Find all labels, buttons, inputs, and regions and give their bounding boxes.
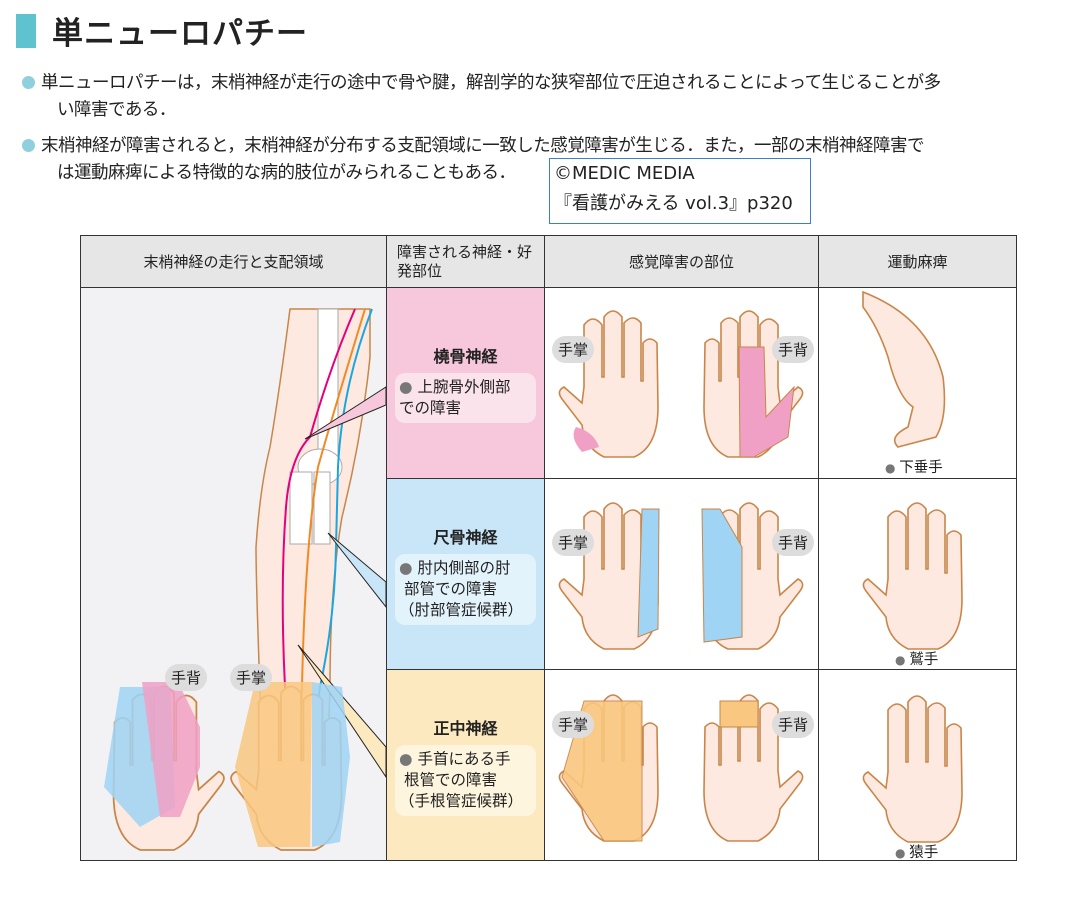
arm-nerve-diagram <box>104 308 386 851</box>
copyright-box: ©MEDIC MEDIA 『看護がみえる vol.3』p320 <box>549 158 811 224</box>
median-nerve-cell: 正中神経 ● 手首にある手 根管での障害（手根管症候群） <box>386 669 545 861</box>
palm-label: 手掌 <box>552 711 595 738</box>
bullet-2-line2: は運動麻痺による特徴的な病的肢位がみられることもある． <box>57 163 516 183</box>
back-label: 手背 <box>772 336 815 363</box>
palm-label: 手掌 <box>230 664 273 691</box>
page-title: 単ニューロパチー <box>52 16 308 52</box>
nerve-name: 橈骨神経 <box>433 347 498 366</box>
motor-caption-radial: ● 下垂手 <box>885 460 943 476</box>
header-nerve: 障害される神経・好発部位 <box>386 235 545 288</box>
bullet-1: 単ニューロパチーは，末梢神経が走行の途中で骨や腱，解剖学的な狭窄部位で圧迫される… <box>22 70 941 97</box>
bullet-2-line1: 末梢神経が障害されると，末梢神経が分布する支配領域に一致した感覚障害が生じる．ま… <box>41 136 924 156</box>
credit-line1: ©MEDIC MEDIA <box>554 163 695 184</box>
header-course: 末梢神経の走行と支配領域 <box>80 235 387 288</box>
motor-paralysis-illustrations <box>862 290 963 843</box>
header-motor: 運動麻痺 <box>818 235 1017 288</box>
ulnar-nerve-cell: 尺骨神経 ● 肘内側部の肘 部管での障害（肘部管症候群） <box>386 478 545 670</box>
bullet-1-line2: い障害である． <box>57 100 176 120</box>
bullet-2: 末梢神経が障害されると，末梢神経が分布する支配領域に一致した感覚障害が生じる．ま… <box>22 133 924 160</box>
nerve-name: 尺骨神経 <box>433 527 498 547</box>
palm-label: 手掌 <box>552 336 595 363</box>
bullet-dot-icon <box>22 139 35 152</box>
bullet-1-line1: 単ニューロパチーは，末梢神経が走行の途中で骨や腱，解剖学的な狭窄部位で圧迫される… <box>41 73 941 93</box>
motor-caption-ulnar: ● 鷲手 <box>895 652 939 668</box>
bullet-dot-icon <box>22 76 35 89</box>
back-label: 手背 <box>772 711 815 738</box>
back-label: 手背 <box>165 664 208 691</box>
back-label: 手背 <box>772 529 815 556</box>
lesion-site: ● 手首にある手 根管での障害（手根管症候群） <box>395 744 536 816</box>
credit-line2: 『看護がみえる vol.3』p320 <box>554 193 793 214</box>
heading-accent-bar <box>16 14 36 48</box>
radial-nerve-cell: 橈骨神経 ● 上腕骨外側部での障害 <box>386 287 545 479</box>
lesion-site: ● 上腕骨外側部での障害 <box>395 373 536 423</box>
palm-label: 手掌 <box>552 529 595 556</box>
motor-caption-median: ● 猿手 <box>895 845 939 861</box>
sensory-hands <box>558 310 804 842</box>
nerve-name: 正中神経 <box>433 718 498 738</box>
lesion-site: ● 肘内側部の肘 部管での障害（肘部管症候群） <box>395 553 536 625</box>
header-sensory: 感覚障害の部位 <box>544 235 819 288</box>
